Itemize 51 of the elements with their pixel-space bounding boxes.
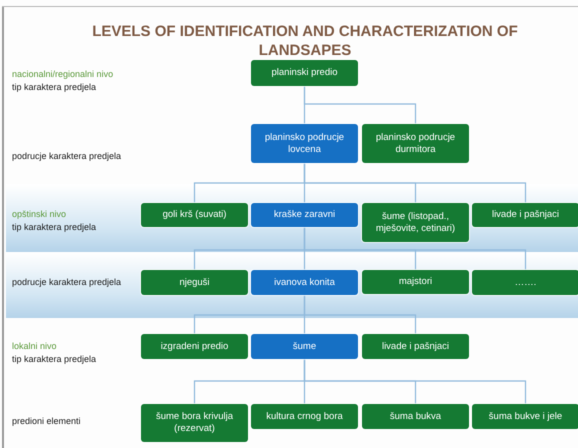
level-box bbox=[362, 124, 469, 163]
level-label: podrucje karaktera predjela bbox=[12, 150, 122, 163]
box-label: njeguši bbox=[179, 276, 210, 288]
level-box bbox=[362, 270, 469, 294]
box-label: ivanova konita bbox=[274, 276, 335, 288]
level-box bbox=[362, 203, 469, 242]
level-box bbox=[362, 404, 469, 429]
level-box bbox=[472, 404, 578, 429]
level-box bbox=[141, 334, 248, 359]
level-box bbox=[472, 203, 578, 227]
level-box bbox=[362, 334, 469, 359]
box-label: šuma bukve i jele bbox=[488, 410, 562, 422]
level-label: lokalni nivo bbox=[12, 340, 58, 353]
level-label: opštinski nivo bbox=[12, 208, 68, 221]
level-box bbox=[251, 334, 358, 359]
connector-line bbox=[304, 163, 526, 203]
box-label: livade i pašnjaci bbox=[492, 209, 560, 221]
box-label: ……. bbox=[514, 276, 536, 288]
box-label: šume bbox=[292, 340, 316, 352]
connector-line bbox=[304, 86, 416, 124]
level-box bbox=[251, 203, 358, 227]
level-label: tip karaktera predjela bbox=[12, 353, 98, 366]
box-label: goli krš (suvati) bbox=[162, 209, 226, 221]
level-label: tip karaktera predjela bbox=[12, 221, 98, 234]
level-label: nacionalni/regionalni nivo bbox=[12, 68, 114, 81]
box-label: izgradeni predio bbox=[160, 340, 228, 352]
level-box bbox=[472, 270, 578, 295]
box-label: šume bora krivulja (rezervat) bbox=[154, 411, 234, 435]
box-label: kultura crnog bora bbox=[266, 410, 343, 422]
connector-line bbox=[304, 359, 526, 404]
level-label: predioni elementi bbox=[12, 415, 82, 428]
box-label: livade i pašnjaci bbox=[382, 340, 450, 352]
box-label: šuma bukva bbox=[390, 410, 442, 422]
level-box bbox=[141, 203, 248, 227]
box-label: šume (listopad., mješovite, cetinari) bbox=[374, 210, 456, 234]
level-box bbox=[141, 270, 248, 295]
box-label: majstori bbox=[398, 276, 432, 288]
level-box bbox=[251, 270, 358, 295]
box-label: planinsko podrucje lovcena bbox=[264, 132, 346, 156]
box-label: planinski predio bbox=[271, 67, 338, 79]
level-label: podrucje karaktera predjela bbox=[12, 276, 122, 289]
connector-line bbox=[304, 227, 526, 270]
level-label: tip karaktera predjela bbox=[12, 81, 98, 94]
box-label: kraške zaravni bbox=[274, 209, 336, 221]
level-box bbox=[141, 404, 248, 442]
level-box bbox=[251, 404, 358, 429]
diagram-title: LEVELS OF IDENTIFICATION AND CHARACTERIZATION OF LANDSAPES bbox=[91, 22, 519, 60]
level-box bbox=[251, 124, 358, 163]
connector-line bbox=[304, 295, 416, 334]
level-box bbox=[251, 60, 358, 86]
box-label: planinsko podrucje durmitora bbox=[374, 132, 456, 156]
